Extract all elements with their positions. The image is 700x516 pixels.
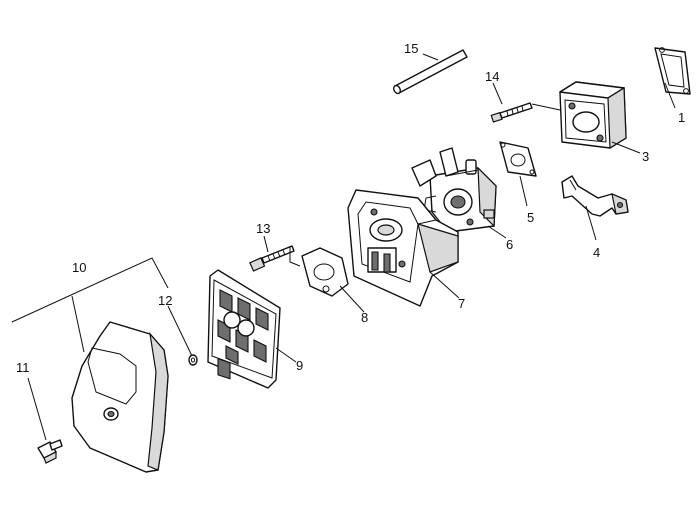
part-14-bolt [490, 102, 533, 123]
part-7-filter-base [347, 189, 459, 307]
part-3-insulator-block [559, 81, 627, 150]
callout-4: 4 [593, 245, 600, 260]
callout-labels: 15 14 1 3 5 4 6 7 8 13 9 10 12 11 2 [16, 41, 685, 375]
callout-1: 1 [678, 110, 685, 125]
callout-13: 13 [256, 221, 270, 236]
callout-5: 5 [527, 210, 534, 225]
callout-7: 7 [458, 296, 465, 311]
part-6-carburetor [411, 147, 497, 233]
part-12-washer [188, 354, 198, 366]
part-11-bolt [37, 439, 63, 464]
callout-3: 3 [642, 149, 649, 164]
callout-12: 12 [158, 293, 172, 308]
callout-8: 8 [361, 310, 368, 325]
callout-15: 15 [404, 41, 418, 56]
callout-11: 11 [16, 360, 30, 375]
part-13-bolt [249, 245, 295, 272]
part-10-filter-cover [71, 321, 169, 473]
part-9-filter-element [207, 269, 281, 389]
part-15-rod [392, 49, 468, 95]
part-8-gasket [301, 247, 349, 297]
callout-10: 10 [72, 260, 86, 275]
leader-lines [11, 53, 676, 441]
part-5-gasket [499, 141, 537, 177]
callout-9: 9 [296, 358, 303, 373]
callout-6: 6 [506, 237, 513, 252]
callout-14: 14 [485, 69, 499, 84]
part-4-bracket [561, 175, 629, 217]
part-1-gasket [654, 47, 691, 95]
